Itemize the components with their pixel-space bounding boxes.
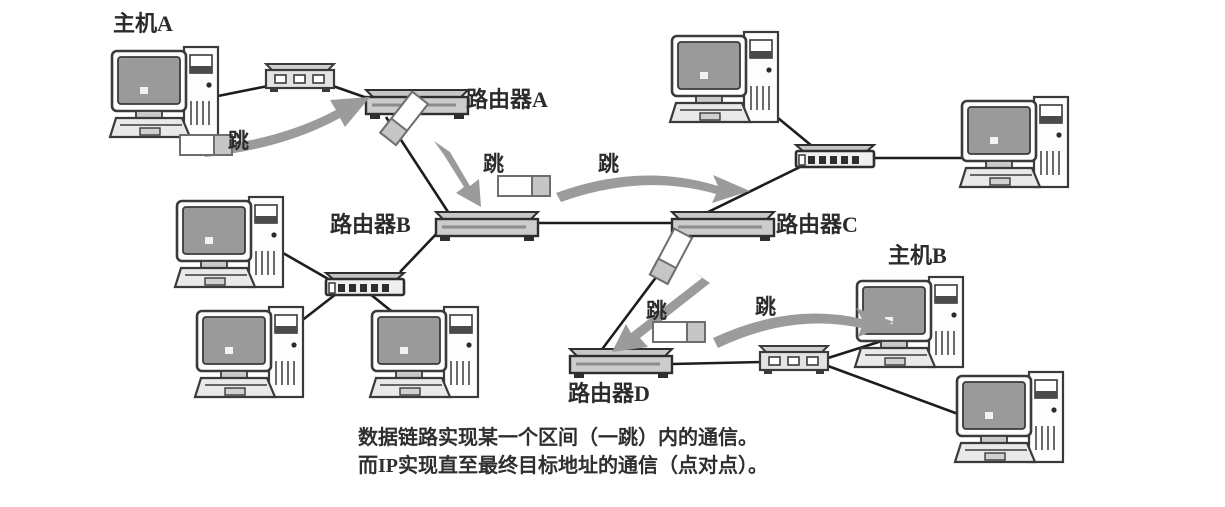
packet-1 [179,134,233,156]
switch-c [794,143,876,169]
link-routerb-switchb [399,229,441,273]
hop-arrow-4 [612,272,710,352]
link-routerd-hubd [671,360,763,366]
label-host-a: 主机A [113,11,173,36]
caption-line-1: 数据链路实现某一个区间（一跳）内的通信。 [358,427,758,449]
computer-host-a [108,45,220,139]
computer-b1 [173,195,285,289]
computer-b3 [368,305,480,399]
hop-arrow-1 [200,97,370,157]
packet-4 [648,227,693,285]
label-router-b: 路由器B [330,212,411,237]
computer-b2 [193,305,305,399]
switch-b [324,271,406,297]
packet-5 [652,321,706,343]
link-huba-routera [332,84,371,101]
hop-arrow-3 [556,175,750,203]
computer-c1 [668,30,780,124]
label-router-c: 路由器C [776,212,858,237]
link-hosta-huba [212,84,269,99]
hop-arrow-2 [434,141,481,207]
computer-c2 [958,95,1070,189]
link-switchc-pcc1 [777,116,813,148]
link-switchb-pc2 [299,292,337,324]
label-hop-5: 跳 [755,295,776,319]
link-hubd-hostb [827,338,886,360]
router-d [568,347,674,380]
link-routerc-switchc [699,164,803,218]
hub-d [758,344,830,376]
label-hop-4: 跳 [646,299,667,323]
hub-a [264,62,336,94]
label-hop-1: 跳 [228,129,249,153]
label-router-a: 路由器A [466,87,548,112]
caption-line-2: 而IP实现直至最终目标地址的通信（点对点）。 [358,455,768,477]
label-router-d: 路由器D [568,381,650,406]
computer-d2 [953,370,1065,464]
hop-arrow-5 [713,308,894,348]
router-b [434,210,540,243]
link-switchb-pc1 [282,251,331,282]
label-hop-2: 跳 [483,152,504,176]
label-hop-3: 跳 [598,152,619,176]
packet-3 [497,175,551,197]
label-host-b: 主机B [888,243,947,268]
